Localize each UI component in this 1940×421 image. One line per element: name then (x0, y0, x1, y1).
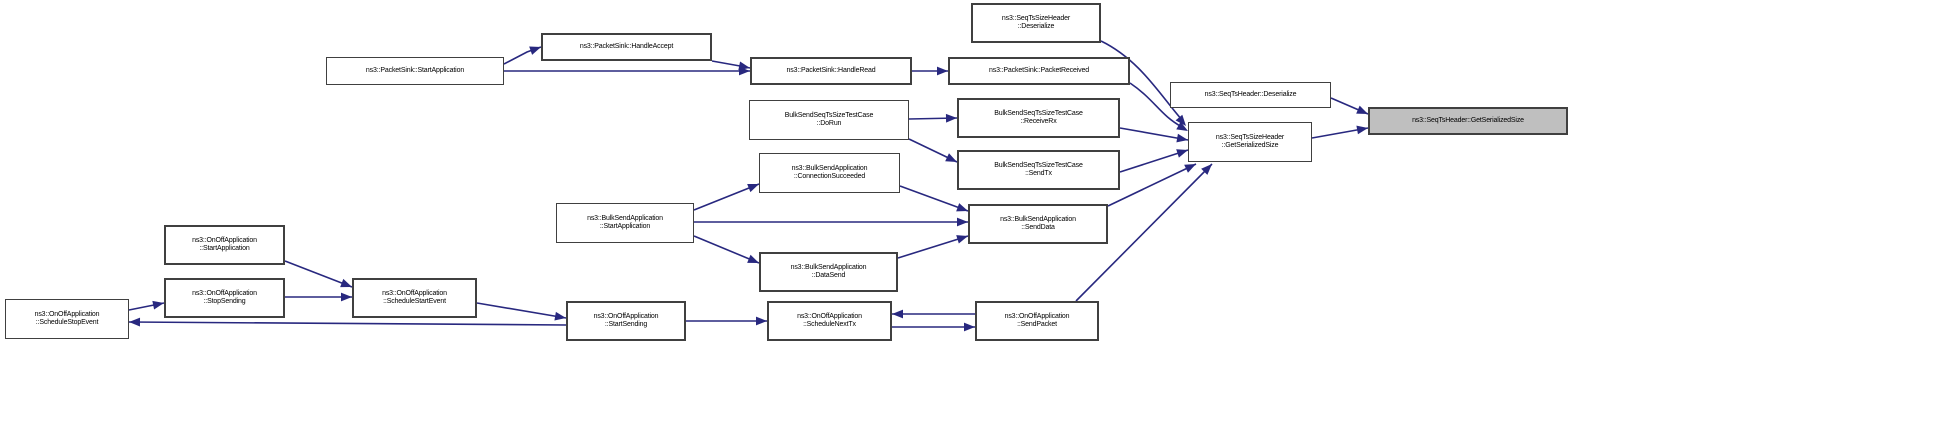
graph-node-label: ns3::BulkSendApplication ::DataSend (790, 263, 867, 280)
graph-node-onoffapp-schedulestartevent[interactable]: ns3::OnOffApplication ::ScheduleStartEve… (352, 278, 477, 318)
graph-edge-arrowhead (152, 300, 164, 310)
graph-node-label: ns3::OnOffApplication ::ScheduleStopEven… (34, 310, 100, 327)
graph-node-bulksendapp-datasend[interactable]: ns3::BulkSendApplication ::DataSend (759, 252, 898, 292)
graph-node-label: ns3::OnOffApplication ::ScheduleNextTx (797, 312, 862, 329)
graph-edge (711, 60, 751, 69)
graph-node-label: ns3::BulkSendApplication ::ConnectionSuc… (791, 164, 868, 181)
graph-node-onoffapp-schedulenexttx[interactable]: ns3::OnOffApplication ::ScheduleNextTx (767, 301, 892, 341)
graph-node-label: BulkSendSeqTsSizeTestCase ::DoRun (784, 111, 874, 128)
graph-edge (284, 260, 353, 288)
graph-edge-arrowhead (1356, 125, 1368, 135)
graph-node-bulksendapp-senddata[interactable]: ns3::BulkSendApplication ::SendData (968, 204, 1108, 244)
graph-node-label: ns3::SeqTsHeader::Deserialize (1204, 90, 1297, 98)
graph-node-bulksendtest-receiverx[interactable]: BulkSendSeqTsSizeTestCase ::ReceiveRx (957, 98, 1120, 138)
graph-node-seqtssizeheader-getserializedsize[interactable]: ns3::SeqTsSizeHeader ::GetSerializedSize (1188, 122, 1312, 162)
graph-edge (128, 321, 567, 326)
graph-edge (1119, 149, 1189, 173)
graph-node-packetsink-startapplication[interactable]: ns3::PacketSink::StartApplication (326, 57, 504, 85)
graph-edge (128, 302, 165, 311)
graph-edge (693, 235, 760, 264)
graph-node-label: ns3::BulkSendApplication ::StartApplicat… (587, 214, 663, 231)
graph-edge (908, 117, 958, 120)
graph-node-label: ns3::PacketSink::PacketReceived (988, 66, 1089, 74)
graph-edge-arrowhead (945, 113, 957, 123)
graph-node-packetsink-handleread[interactable]: ns3::PacketSink::HandleRead (750, 57, 912, 85)
graph-edge (1107, 163, 1197, 207)
graph-node-label: ns3::BulkSendApplication ::SendData (1000, 215, 1076, 232)
graph-edge-arrowhead (1176, 133, 1188, 143)
graph-edge (476, 302, 567, 319)
graph-edge-arrowhead (747, 184, 759, 193)
graph-edge (693, 183, 760, 211)
graph-edge-arrowhead (340, 278, 352, 288)
graph-node-onoffapp-stopsending[interactable]: ns3::OnOffApplication ::StopSending (164, 278, 285, 318)
graph-node-seqtsheader-getserializedsize[interactable]: ns3::SeqTsHeader::GetSerializedSize (1368, 107, 1568, 135)
graph-edge-arrowhead (738, 61, 750, 71)
graph-node-bulksendtest-sendtx[interactable]: BulkSendSeqTsSizeTestCase ::SendTx (957, 150, 1120, 190)
graph-edge-arrowhead (937, 66, 948, 76)
graph-edge-arrowhead (747, 254, 759, 263)
graph-edge-arrowhead (554, 311, 566, 321)
graph-node-bulksendtest-dorun[interactable]: BulkSendSeqTsSizeTestCase ::DoRun (749, 100, 909, 140)
graph-edge (897, 235, 969, 259)
graph-edge-arrowhead (957, 217, 968, 227)
graph-node-onoffapp-sendpacket[interactable]: ns3::OnOffApplication ::SendPacket (975, 301, 1099, 341)
graph-node-label: ns3::OnOffApplication ::ScheduleStartEve… (382, 289, 447, 306)
graph-edge-arrowhead (1176, 121, 1188, 131)
graph-node-label: BulkSendSeqTsSizeTestCase ::ReceiveRx (994, 109, 1083, 126)
graph-node-label: BulkSendSeqTsSizeTestCase ::SendTx (994, 161, 1083, 178)
graph-node-label: ns3::OnOffApplication ::StopSending (192, 289, 257, 306)
graph-edge-arrowhead (1175, 114, 1186, 126)
graph-node-onoffapp-schedulestopevent[interactable]: ns3::OnOffApplication ::ScheduleStopEven… (5, 299, 129, 339)
graph-edge (1311, 127, 1369, 139)
graph-edge-arrowhead (945, 153, 957, 162)
graph-edge-arrowhead (341, 292, 352, 302)
graph-edge-arrowhead (756, 316, 767, 326)
graph-edge-arrowhead (1201, 164, 1212, 175)
graph-node-onoffapp-startsending[interactable]: ns3::OnOffApplication ::StartSending (566, 301, 686, 341)
graph-node-label: ns3::PacketSink::HandleAccept (579, 42, 674, 50)
graph-edge (1119, 127, 1189, 141)
graph-node-label: ns3::OnOffApplication ::SendPacket (1004, 312, 1070, 329)
graph-edge-arrowhead (1176, 149, 1188, 158)
graph-edge-arrowhead (739, 66, 750, 76)
graph-node-label: ns3::PacketSink::HandleRead (786, 66, 876, 74)
graph-edge (908, 138, 958, 163)
graph-edge-arrowhead (529, 46, 541, 55)
graph-node-packetsink-handleaccept[interactable]: ns3::PacketSink::HandleAccept (541, 33, 712, 61)
graph-node-bulksendapp-connectionsucceeded[interactable]: ns3::BulkSendApplication ::ConnectionSuc… (759, 153, 900, 193)
graph-edge-arrowhead (1184, 164, 1196, 173)
graph-node-label: ns3::SeqTsSizeHeader ::Deserialize (1001, 14, 1071, 31)
graph-edge-arrowhead (956, 203, 968, 212)
graph-edge (503, 46, 542, 65)
graph-node-bulksendapp-startapplication[interactable]: ns3::BulkSendApplication ::StartApplicat… (556, 203, 694, 243)
graph-edge (1330, 97, 1369, 115)
graph-node-label: ns3::SeqTsHeader::GetSerializedSize (1412, 116, 1524, 124)
graph-node-packetsink-packetreceived[interactable]: ns3::PacketSink::PacketReceived (948, 57, 1130, 85)
graph-edge-arrowhead (1356, 105, 1368, 114)
graph-node-seqtssizeheader-deserialize[interactable]: ns3::SeqTsSizeHeader ::Deserialize (971, 3, 1101, 43)
graph-node-seqtsheader-deserialize[interactable]: ns3::SeqTsHeader::Deserialize (1170, 82, 1331, 108)
graph-node-onoffapp-startapplication[interactable]: ns3::OnOffApplication ::StartApplication (164, 225, 285, 265)
graph-node-label: ns3::PacketSink::StartApplication (365, 66, 465, 74)
graph-edge-arrowhead (956, 235, 968, 244)
graph-node-label: ns3::OnOffApplication ::StartSending (593, 312, 659, 329)
graph-edge-arrowhead (892, 309, 903, 319)
graph-edge-arrowhead (129, 317, 141, 327)
graph-node-label: ns3::OnOffApplication ::StartApplication (192, 236, 257, 253)
graph-edge-arrowhead (964, 322, 975, 332)
graph-node-label: ns3::SeqTsSizeHeader ::GetSerializedSize (1215, 133, 1285, 150)
